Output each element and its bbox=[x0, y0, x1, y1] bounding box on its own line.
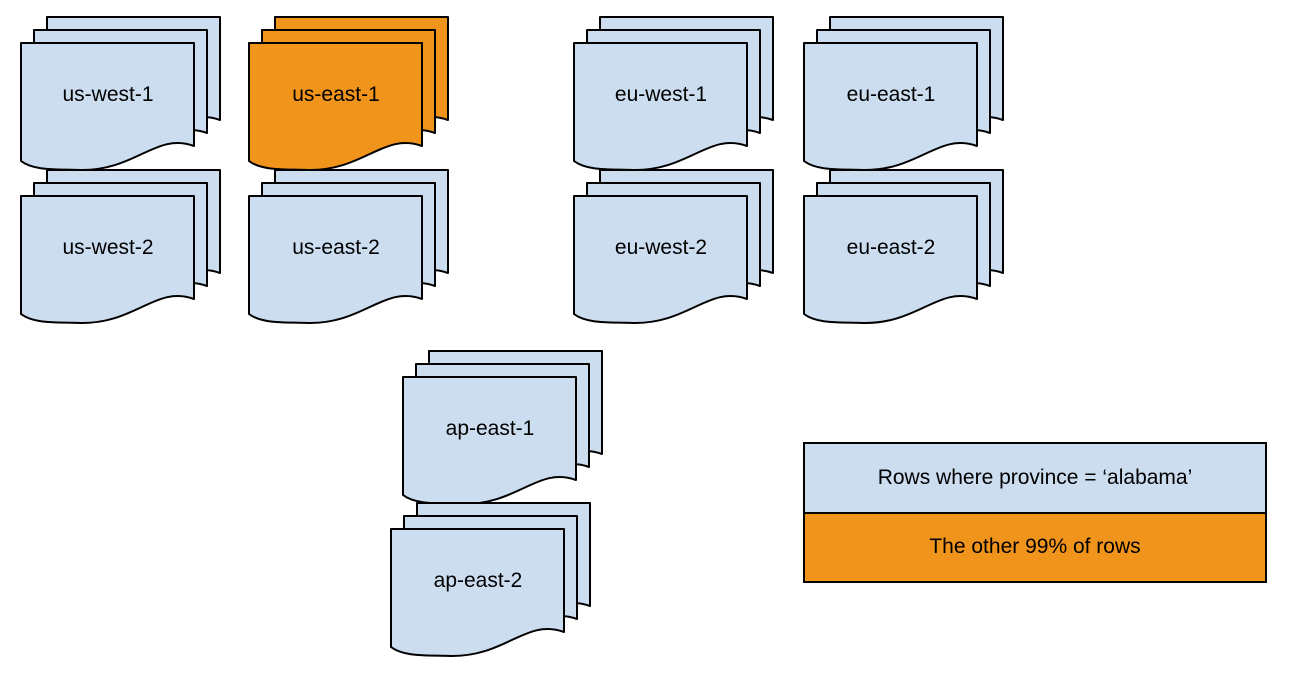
legend-item-other-rows: The other 99% of rows bbox=[805, 511, 1265, 581]
region-stack-eu-west-1: eu-west-1 bbox=[573, 16, 775, 175]
region-stack-us-east-2: us-east-2 bbox=[248, 169, 450, 328]
region-stack-us-west-2: us-west-2 bbox=[20, 169, 222, 328]
document-sheet-front bbox=[248, 42, 423, 172]
region-stack-ap-east-2: ap-east-2 bbox=[390, 502, 592, 661]
document-sheet-front bbox=[573, 42, 748, 172]
document-sheet-front bbox=[248, 195, 423, 325]
region-stack-eu-east-1: eu-east-1 bbox=[803, 16, 1005, 175]
document-sheet-front bbox=[20, 195, 195, 325]
document-sheet-front bbox=[573, 195, 748, 325]
region-stack-us-west-1: us-west-1 bbox=[20, 16, 222, 175]
document-sheet-front bbox=[803, 42, 978, 172]
document-sheet-front bbox=[20, 42, 195, 172]
region-stack-ap-east-1: ap-east-1 bbox=[402, 350, 604, 509]
region-stack-us-east-1: us-east-1 bbox=[248, 16, 450, 175]
region-stack-eu-east-2: eu-east-2 bbox=[803, 169, 1005, 328]
legend: Rows where province = ‘alabama’ The othe… bbox=[803, 442, 1267, 583]
legend-item-alabama-rows: Rows where province = ‘alabama’ bbox=[805, 444, 1265, 512]
document-sheet-front bbox=[402, 376, 577, 506]
legend-item-label: Rows where province = ‘alabama’ bbox=[877, 465, 1193, 489]
document-sheet-front bbox=[390, 528, 565, 658]
legend-item-label: The other 99% of rows bbox=[929, 535, 1141, 559]
region-stack-eu-west-2: eu-west-2 bbox=[573, 169, 775, 328]
document-sheet-front bbox=[803, 195, 978, 325]
